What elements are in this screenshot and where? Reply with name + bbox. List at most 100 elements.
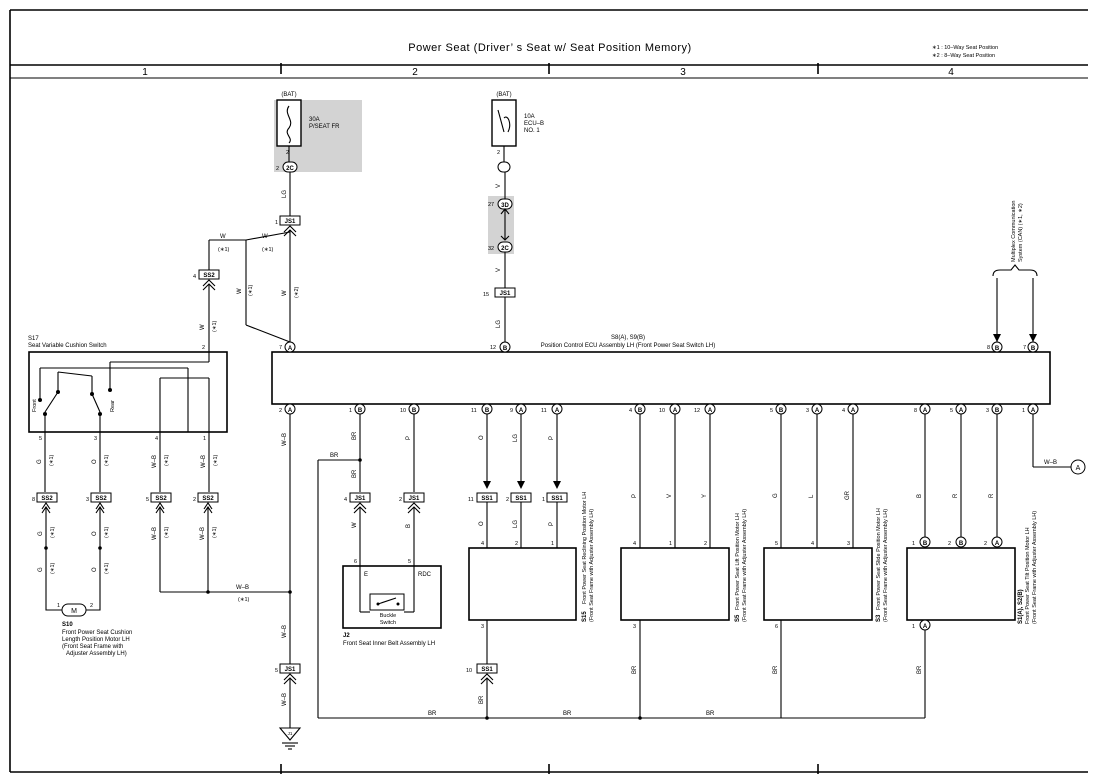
svg-text:(∗1): (∗1) <box>164 527 170 538</box>
svg-text:A: A <box>815 408 820 414</box>
svg-text:1: 1 <box>57 603 60 609</box>
svg-text:3: 3 <box>633 624 636 630</box>
svg-text:G: G <box>38 567 44 572</box>
svg-text:BR: BR <box>563 711 572 717</box>
svg-text:11: 11 <box>468 497 474 503</box>
svg-text:A: A <box>519 408 524 414</box>
svg-text:O: O <box>92 459 98 464</box>
svg-text:M: M <box>71 608 77 615</box>
svg-text:S3: S3 <box>876 614 882 622</box>
note-1: ∗1 : 10–Way Seat Position <box>932 45 998 51</box>
svg-text:P: P <box>549 436 555 440</box>
svg-text:W–B: W–B <box>200 527 206 540</box>
svg-text:2: 2 <box>279 408 282 414</box>
svg-text:SS2: SS2 <box>202 496 214 502</box>
svg-text:E: E <box>364 572 368 578</box>
svg-text:O: O <box>92 531 98 536</box>
svg-text:A: A <box>673 408 678 414</box>
svg-text:W–B: W–B <box>282 693 288 706</box>
svg-text:32: 32 <box>488 246 494 252</box>
svg-text:B: B <box>485 408 490 414</box>
svg-text:B: B <box>995 408 1000 414</box>
svg-text:A: A <box>995 541 1000 547</box>
svg-text:5: 5 <box>950 408 953 414</box>
svg-text:1: 1 <box>912 624 915 630</box>
svg-text:BR: BR <box>632 665 638 674</box>
svg-text:ECU–B: ECU–B <box>524 121 544 127</box>
s3-motor <box>763 547 873 621</box>
svg-text:(∗1): (∗1) <box>104 455 110 466</box>
svg-text:Position Control ECU Assembly: Position Control ECU Assembly LH (Front … <box>541 343 715 349</box>
svg-text:4: 4 <box>633 541 636 547</box>
svg-text:RDC: RDC <box>418 572 432 578</box>
svg-text:2: 2 <box>202 345 205 351</box>
svg-text:(Front Seat Frame with Adjuste: (Front Seat Frame with Adjuster Assembly… <box>1032 511 1038 624</box>
svg-text:(BAT): (BAT) <box>281 92 296 98</box>
svg-text:8: 8 <box>914 408 917 414</box>
svg-text:12: 12 <box>490 345 496 351</box>
s15-motor <box>468 547 577 621</box>
svg-text:J1: J1 <box>288 731 293 736</box>
svg-text:B: B <box>638 408 643 414</box>
svg-text:5: 5 <box>775 541 778 547</box>
svg-text:BR: BR <box>352 469 358 478</box>
svg-text:A: A <box>923 624 928 630</box>
svg-text:BR: BR <box>479 695 485 704</box>
svg-text:SS1: SS1 <box>481 667 493 673</box>
svg-text:B: B <box>1031 346 1036 352</box>
svg-text:10A: 10A <box>524 114 535 120</box>
svg-text:JS1: JS1 <box>500 291 511 297</box>
svg-text:A: A <box>959 408 964 414</box>
svg-text:W–B: W–B <box>282 625 288 638</box>
svg-text:B: B <box>358 408 363 414</box>
svg-text:(∗1): (∗1) <box>212 527 218 538</box>
svg-text:Buckle: Buckle <box>380 613 397 619</box>
svg-text:LG: LG <box>513 434 519 442</box>
svg-text:4: 4 <box>629 408 632 414</box>
svg-text:A: A <box>708 408 713 414</box>
svg-text:Front Power Seat Cushion: Front Power Seat Cushion <box>62 630 132 636</box>
svg-text:2C: 2C <box>286 166 294 172</box>
svg-text:(∗1): (∗1) <box>262 247 273 253</box>
svg-text:4: 4 <box>481 541 484 547</box>
svg-text:1: 1 <box>275 220 278 226</box>
svg-text:GR: GR <box>845 490 851 500</box>
svg-text:A: A <box>288 346 293 352</box>
svg-text:1: 1 <box>349 408 352 414</box>
note-2: ∗2 : 8–Way Seat Position <box>932 53 995 59</box>
svg-text:Front Power Seat Tilt Position: Front Power Seat Tilt Position Motor LH <box>1025 527 1031 624</box>
svg-text:Adjuster Assembly LH): Adjuster Assembly LH) <box>66 651 127 657</box>
svg-text:2: 2 <box>286 150 289 156</box>
position-control-ecu: S8(A), S9(B) Position Control ECU Assemb… <box>271 335 1051 405</box>
svg-text:A: A <box>851 408 856 414</box>
svg-text:Front Power Seat Slide Positio: Front Power Seat Slide Position Motor LH <box>876 508 882 610</box>
svg-text:S1(A), S2(B): S1(A), S2(B) <box>1018 589 1024 624</box>
svg-text:W–B: W–B <box>282 433 288 446</box>
svg-text:11: 11 <box>541 408 547 414</box>
svg-text:3: 3 <box>86 497 89 503</box>
svg-text:4: 4 <box>193 274 196 280</box>
svg-text:Switch: Switch <box>380 620 396 626</box>
svg-text:A: A <box>288 408 293 414</box>
svg-text:5: 5 <box>770 408 773 414</box>
svg-text:6: 6 <box>775 624 778 630</box>
svg-text:10: 10 <box>659 408 665 414</box>
svg-text:11: 11 <box>471 408 477 414</box>
svg-text:SS1: SS1 <box>515 496 527 502</box>
svg-text:Multiplex Communication: Multiplex Communication <box>1011 201 1017 262</box>
svg-text:R: R <box>989 493 995 498</box>
svg-text:(∗1): (∗1) <box>104 563 110 574</box>
svg-text:S15: S15 <box>582 611 588 622</box>
svg-text:BR: BR <box>706 711 715 717</box>
svg-text:(BAT): (BAT) <box>496 92 511 98</box>
svg-text:O: O <box>92 567 98 572</box>
svg-text:B: B <box>995 346 1000 352</box>
svg-text:(∗1): (∗1) <box>164 455 170 466</box>
svg-text:3: 3 <box>847 541 850 547</box>
svg-text:Front Power Seat Lift Position: Front Power Seat Lift Position Motor LH <box>735 513 741 610</box>
svg-text:1: 1 <box>912 541 915 547</box>
svg-text:V: V <box>667 494 673 498</box>
svg-text:(∗1): (∗1) <box>213 455 219 466</box>
j2-inner-belt: E RDC Buckle Switch J2 Front Seat Inner … <box>342 565 442 647</box>
